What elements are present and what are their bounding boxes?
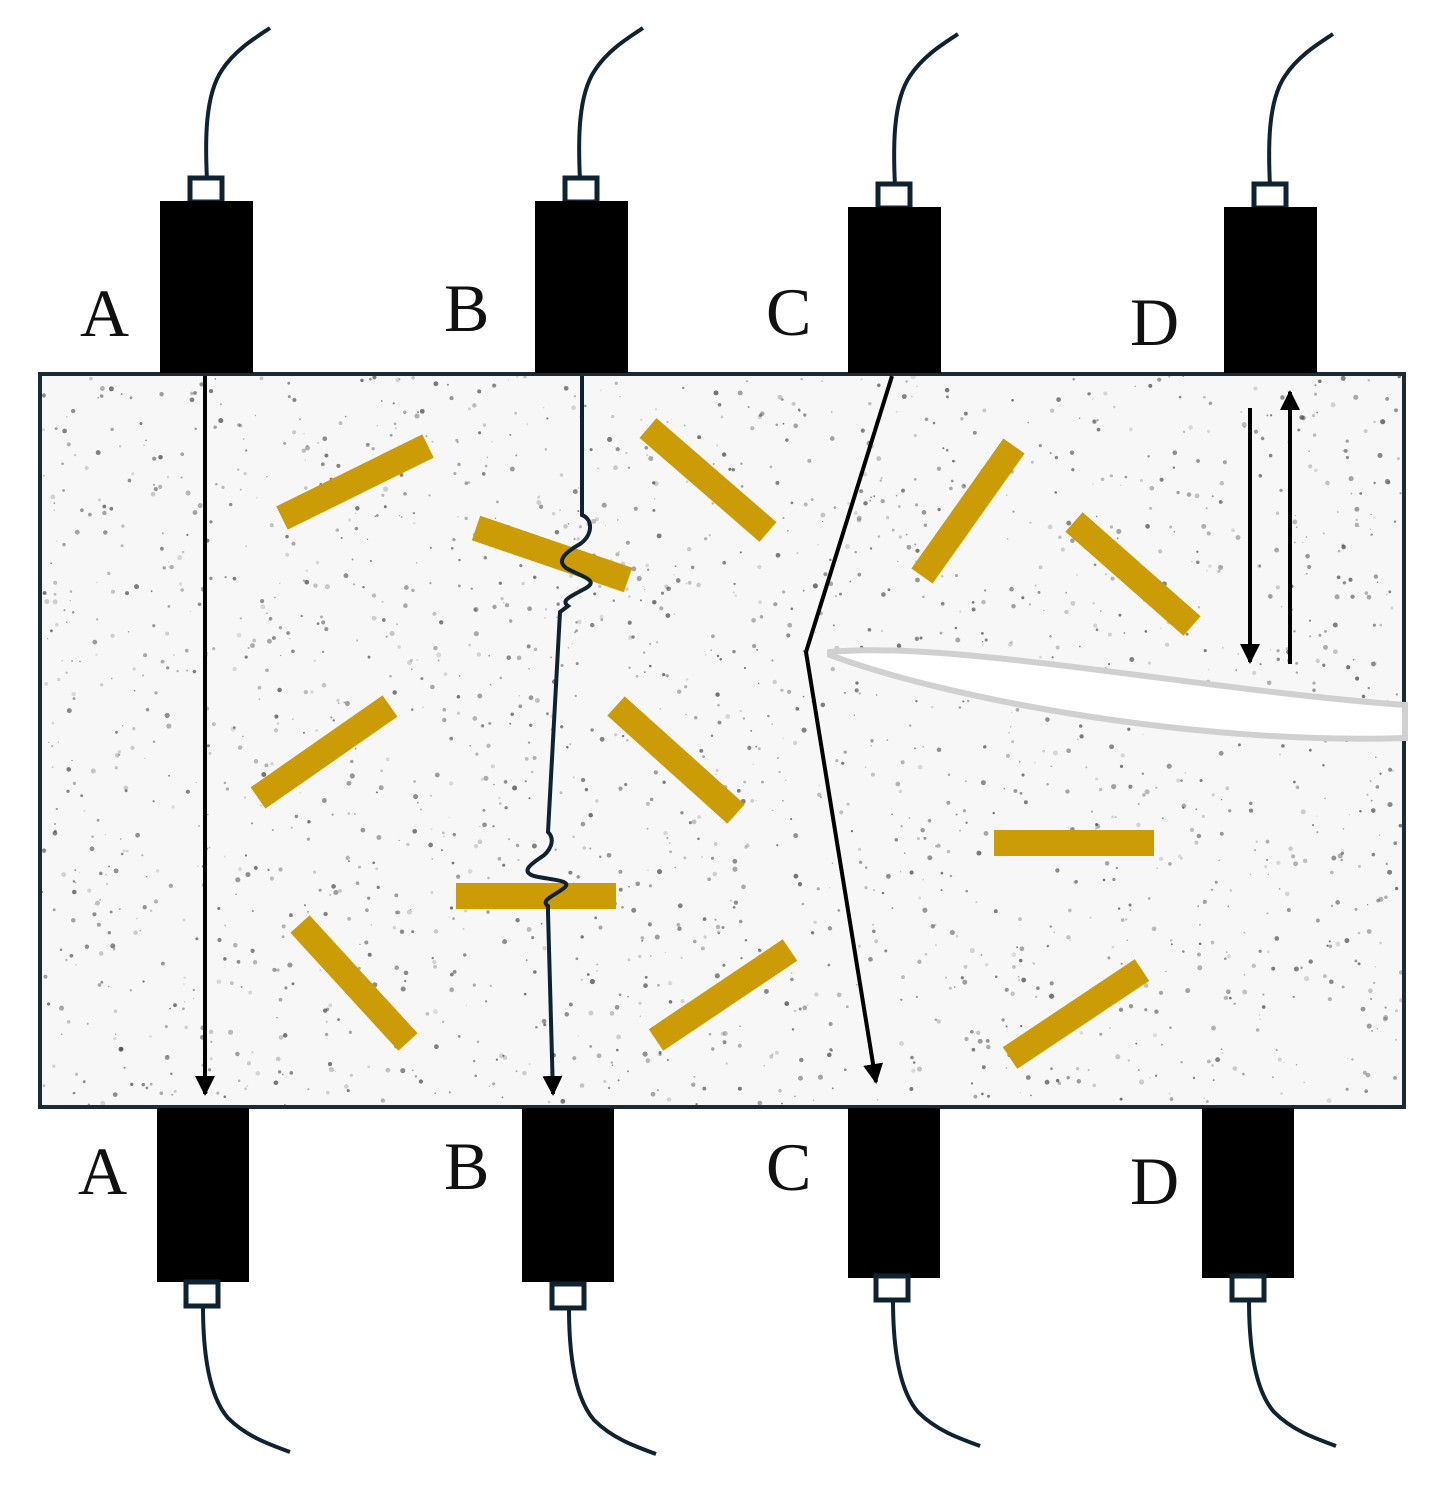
transducer-c-top (848, 32, 960, 373)
cable-icon (1247, 1299, 1337, 1448)
connector-icon (873, 1273, 911, 1303)
label-top-a: A (80, 275, 129, 351)
steel-fiber-icon (1002, 959, 1150, 1069)
transducer-icon (1224, 207, 1317, 373)
label-bottom-c: C (766, 1129, 811, 1205)
wave-path-b-arrow-icon (525, 376, 593, 1096)
top-transducers (160, 26, 1335, 373)
aggregate-texture (41, 374, 1404, 1106)
steel-fiber-icon (471, 515, 633, 593)
label-bottom-a: A (78, 1133, 127, 1209)
transducer-icon (160, 201, 253, 373)
cable-icon (577, 26, 645, 181)
transducer-a-top (160, 26, 272, 373)
bottom-transducers (157, 1108, 1337, 1456)
cable-icon (1267, 32, 1335, 187)
connector-icon (1229, 1273, 1267, 1303)
cable-icon (891, 1299, 981, 1448)
connector-icon (875, 181, 913, 211)
transducer-d-bottom (1202, 1108, 1337, 1448)
steel-fiber-icon (911, 438, 1025, 584)
crack-icon (827, 647, 1408, 742)
transducer-icon (1202, 1108, 1294, 1278)
steel-fibers (250, 418, 1201, 1069)
connector-icon (183, 1279, 221, 1309)
steel-fiber-icon (250, 695, 398, 809)
transducer-a-bottom (157, 1108, 291, 1454)
steel-fiber-icon (648, 939, 798, 1051)
steel-fiber-icon (276, 434, 434, 530)
transducer-icon (522, 1108, 614, 1282)
label-top-c: C (766, 274, 811, 350)
transducer-labels: A B C D A B C D (78, 270, 1179, 1219)
wave-paths (195, 375, 1300, 1096)
transducer-b-top (535, 26, 645, 373)
transducer-b-bottom (522, 1108, 657, 1456)
connector-icon (549, 1281, 587, 1311)
label-bottom-b: B (444, 1128, 489, 1204)
transducer-d-top (1224, 32, 1335, 373)
steel-fiber-icon (639, 418, 777, 542)
transducer-c-bottom (848, 1108, 981, 1448)
connector-icon (187, 175, 225, 205)
transducer-icon (848, 207, 941, 373)
transducer-icon (848, 1108, 940, 1278)
cable-icon (201, 1305, 291, 1454)
transducer-icon (157, 1108, 249, 1282)
label-top-b: B (444, 270, 489, 346)
steel-fiber-icon (290, 915, 418, 1051)
wave-path-c-arrow-icon (803, 375, 894, 1084)
connector-icon (1251, 181, 1289, 211)
connector-icon (562, 175, 600, 205)
cable-icon (204, 26, 272, 181)
label-bottom-d: D (1130, 1143, 1179, 1219)
cable-icon (567, 1307, 657, 1456)
transducer-icon (535, 201, 628, 373)
label-top-d: D (1130, 284, 1179, 360)
steel-fiber-icon (1065, 512, 1201, 636)
steel-fiber-icon (607, 696, 745, 824)
cable-icon (892, 32, 960, 187)
